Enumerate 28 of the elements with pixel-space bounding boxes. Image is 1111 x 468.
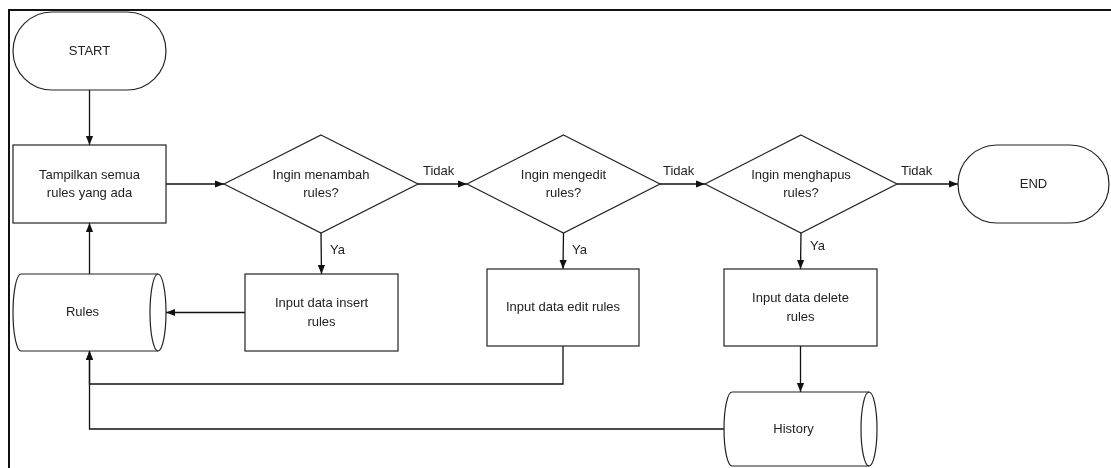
node-label: Rules <box>65 303 101 322</box>
arrow <box>659 180 706 188</box>
arrow <box>85 222 94 275</box>
node-label: Input data delete rules <box>751 289 850 326</box>
arrow <box>796 345 805 393</box>
arrow <box>896 180 959 188</box>
arrow <box>559 232 567 270</box>
node-label: Input data insert rules <box>273 294 370 331</box>
edge-label: Tidak <box>900 164 934 177</box>
arrow <box>85 350 725 430</box>
edge-label: Tidak <box>422 164 456 177</box>
edge-label: Ya <box>571 243 588 256</box>
node-label: History <box>773 419 815 438</box>
edge-label: Ya <box>809 239 826 252</box>
node-label: Ingin menambah rules? <box>271 165 371 202</box>
arrow <box>165 308 246 317</box>
node-label: START <box>67 41 112 60</box>
node-label: Tampilkan semua rules yang ada <box>37 165 142 202</box>
node-label: Ingin mengedit rules? <box>519 165 608 202</box>
arrow <box>797 232 805 270</box>
arrow <box>317 232 325 275</box>
arrow <box>417 180 468 188</box>
arrow <box>85 89 94 146</box>
node-label: Input data edit rules <box>504 298 622 317</box>
edge-label: Ya <box>329 243 346 256</box>
edge-label: Tidak <box>662 164 696 177</box>
node-label: Ingin menghapus rules? <box>750 165 852 202</box>
node-label: END <box>1018 174 1049 193</box>
